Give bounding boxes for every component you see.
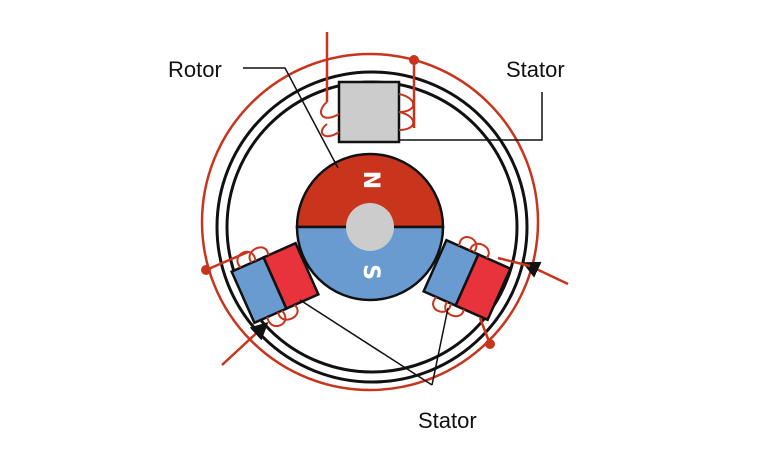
rotor-south-half — [295, 225, 445, 302]
rotor-shaft — [346, 203, 394, 251]
north-pole-label: N — [358, 171, 383, 189]
south-pole-label: S — [358, 264, 383, 280]
rotor-leader-line — [243, 67, 339, 169]
housing-outer-ring — [215, 70, 529, 384]
right-input-wire — [522, 261, 569, 286]
top-stator — [320, 80, 415, 144]
stator-bottom-leader-right — [431, 307, 449, 386]
rotor-north-half — [295, 152, 445, 229]
right-lead-wire — [497, 256, 531, 268]
left-stator — [229, 241, 321, 328]
right-stator — [421, 236, 513, 322]
right-return-wire — [478, 317, 492, 345]
top-stator-coil — [320, 93, 415, 138]
stator-label-top: Stator — [506, 57, 565, 82]
supply-ring — [200, 52, 540, 392]
left-input-wire — [221, 322, 269, 366]
right-stator-coil — [432, 236, 490, 318]
stator-top-leader-line — [399, 92, 543, 141]
stator-bottom-leader-left — [299, 299, 433, 386]
rotor-label: Rotor — [168, 57, 222, 82]
left-lead-wire — [205, 250, 249, 272]
stator-label-bottom: Stator — [418, 408, 477, 433]
rotor: N S — [295, 152, 445, 302]
